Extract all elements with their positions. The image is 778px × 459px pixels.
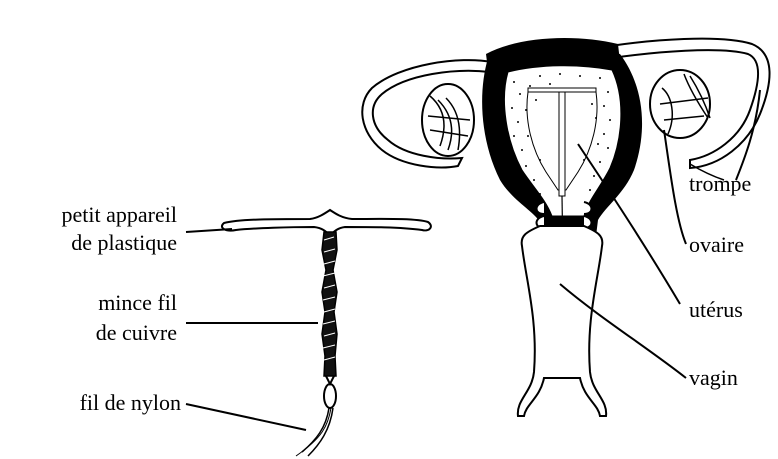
label-plastic-device-line1: petit appareil xyxy=(62,202,177,227)
iud-in-uterus-stem xyxy=(559,92,565,196)
copper-coil xyxy=(322,232,337,376)
label-tube: trompe xyxy=(689,171,751,196)
label-vagina: vagin xyxy=(689,365,738,390)
vagina xyxy=(518,226,606,416)
nylon-thread-1 xyxy=(302,408,329,452)
label-nylon-thread: fil de nylon xyxy=(80,390,181,415)
iud-in-uterus-crossbar xyxy=(528,88,596,92)
right-ovary xyxy=(650,70,710,138)
iud-stem-tip xyxy=(326,376,334,384)
left-ovary xyxy=(422,84,474,156)
iud-leader-lines xyxy=(186,229,318,430)
leader-ovary xyxy=(664,130,686,244)
leader-nylon xyxy=(186,404,306,430)
iud-loop xyxy=(324,384,336,408)
label-copper-wire-line1: mince fil xyxy=(98,290,177,315)
label-ovary: ovaire xyxy=(689,232,744,257)
label-copper-wire-line2: de cuivre xyxy=(96,320,177,345)
label-uterus: utérus xyxy=(689,297,743,322)
label-plastic-device-line2: de plastique xyxy=(71,230,177,255)
